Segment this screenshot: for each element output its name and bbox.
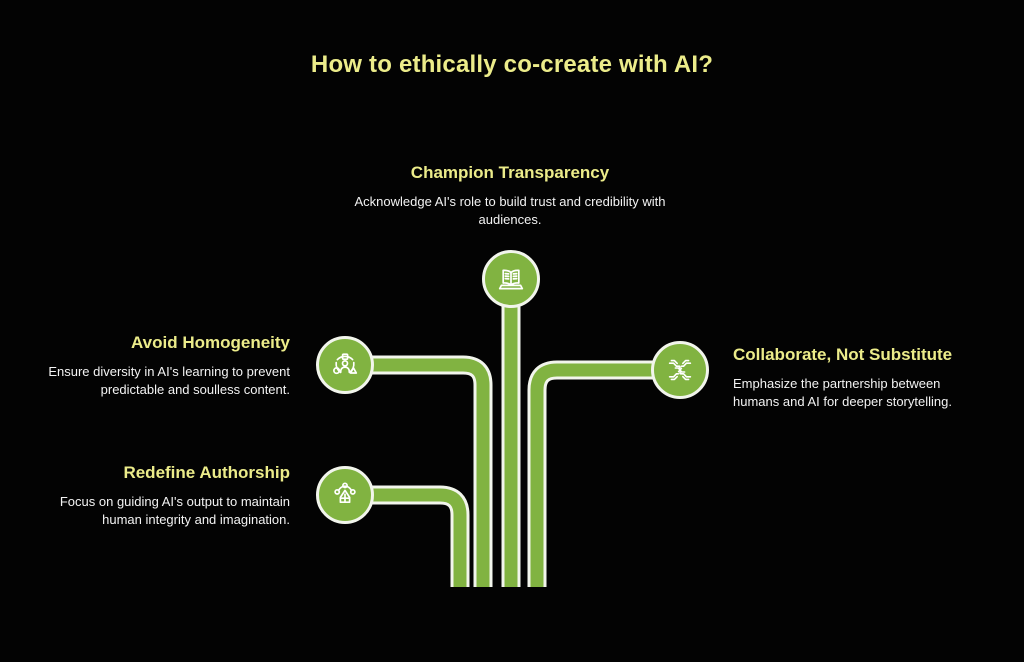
wire-right-fill [530,363,676,587]
text-block-redefine-authorship: Redefine Authorship Focus on guiding AI'… [44,462,290,529]
node-collaborate-not-substitute[interactable] [651,341,709,399]
open-book-icon [494,262,528,296]
heading-redefine-authorship: Redefine Authorship [123,463,290,482]
body-avoid-homogeneity: Ensure diversity in AI's learning to pre… [48,364,290,397]
heading-avoid-homogeneity: Avoid Homogeneity [131,333,290,352]
text-block-avoid-homogeneity: Avoid Homogeneity Ensure diversity in AI… [44,332,290,399]
text-block-collaborate-not-substitute: Collaborate, Not Substitute Emphasize th… [733,344,981,411]
body-champion-transparency: Acknowledge AI's role to build trust and… [354,194,666,227]
text-block-champion-transparency: Champion Transparency Acknowledge AI's r… [352,162,668,229]
body-collaborate-not-substitute: Emphasize the partnership between humans… [733,376,952,409]
node-avoid-homogeneity[interactable] [316,336,374,394]
heading-collaborate-not-substitute: Collaborate, Not Substitute [733,345,953,364]
node-redefine-authorship[interactable] [316,466,374,524]
node-champion-transparency[interactable] [482,250,540,308]
interlocking-hands-icon [663,353,697,387]
pen-node-icon [328,478,362,512]
page-title: How to ethically co-create with AI? [310,51,714,78]
diversity-shapes-icon [328,348,362,382]
wire-right-outline [527,360,676,587]
heading-champion-transparency: Champion Transparency [410,163,610,182]
body-redefine-authorship: Focus on guiding AI's output to maintain… [59,494,290,527]
